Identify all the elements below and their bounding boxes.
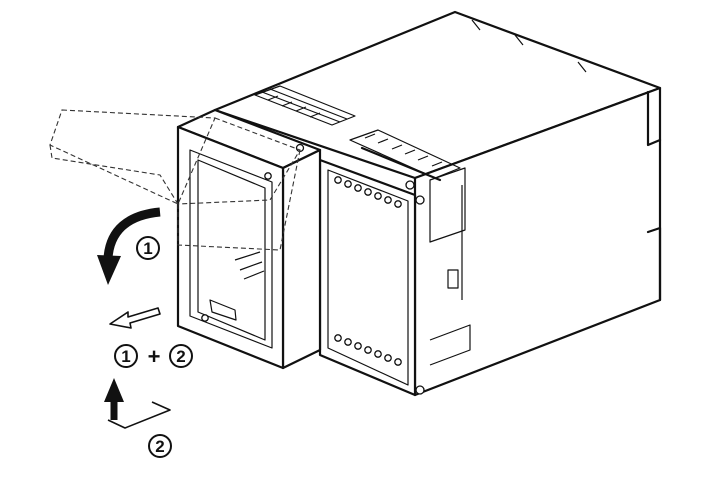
plus-sign: + bbox=[148, 344, 161, 369]
combo-badge-1 bbox=[114, 344, 138, 368]
cover-flap-ghost bbox=[49, 109, 301, 251]
transparent-cover bbox=[176, 108, 322, 370]
rotate-arrow bbox=[97, 207, 161, 285]
step2-badge bbox=[148, 434, 172, 458]
terminal-strip-rear bbox=[254, 85, 356, 126]
step2-label: 2 bbox=[155, 437, 164, 456]
step1-badge bbox=[136, 236, 160, 260]
terminal-holes-top bbox=[334, 176, 402, 208]
combo-badge-2 bbox=[169, 344, 193, 368]
lift-arrow bbox=[104, 378, 171, 429]
slide-arrow bbox=[109, 307, 161, 329]
terminal-holes-bottom bbox=[334, 334, 402, 366]
device-housing bbox=[213, 10, 662, 397]
combo-label-1: 1 bbox=[121, 347, 130, 366]
combo-label-2: 2 bbox=[176, 347, 185, 366]
front-module bbox=[318, 158, 425, 397]
step1-label: 1 bbox=[143, 239, 152, 258]
terminal-strip-front bbox=[349, 129, 461, 190]
